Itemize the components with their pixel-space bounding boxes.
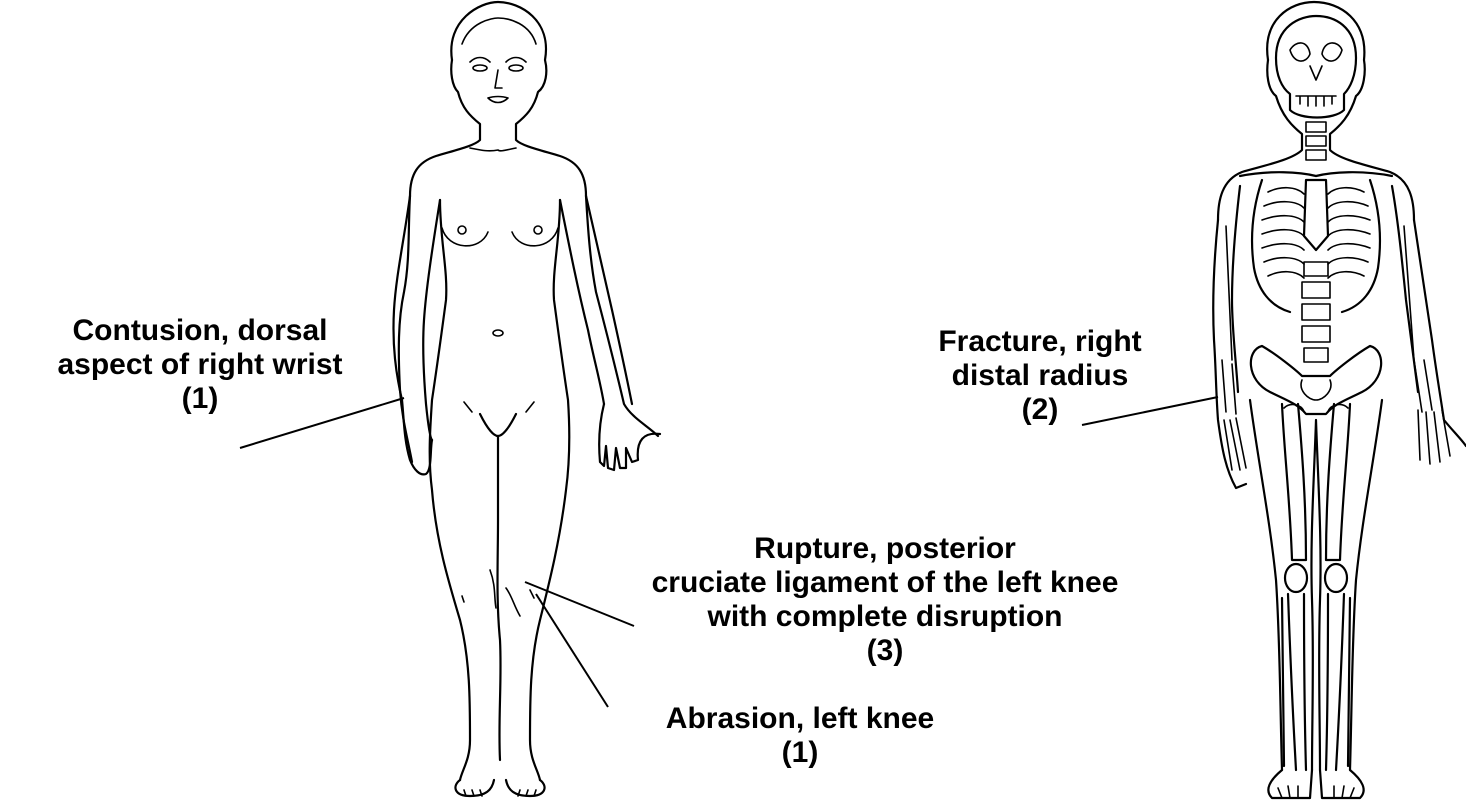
body-outline — [393, 2, 660, 796]
annotation-count: (3) — [590, 634, 1180, 668]
annotation-wrist-contusion: Contusion, dorsal aspect of right wrist … — [0, 314, 400, 416]
annotation-line: aspect of right wrist — [0, 348, 400, 382]
annotation-count: (1) — [0, 382, 400, 416]
annotation-line: Fracture, right — [900, 325, 1180, 359]
annotation-line: distal radius — [900, 359, 1180, 393]
annotation-line: cruciate ligament of the left knee — [590, 566, 1180, 600]
annotation-knee-abrasion: Abrasion, left knee (1) — [625, 702, 975, 770]
skeleton-outline — [1213, 2, 1466, 798]
annotation-radius-fracture: Fracture, right distal radius (2) — [900, 325, 1180, 427]
annotation-count: (1) — [625, 736, 975, 770]
annotation-pcl-rupture: Rupture, posterior cruciate ligament of … — [590, 532, 1180, 668]
annotation-line: with complete disruption — [590, 600, 1180, 634]
annotation-line: Rupture, posterior — [590, 532, 1180, 566]
annotation-line: Abrasion, left knee — [625, 702, 975, 736]
annotation-line: Contusion, dorsal — [0, 314, 400, 348]
annotation-count: (2) — [900, 393, 1180, 427]
